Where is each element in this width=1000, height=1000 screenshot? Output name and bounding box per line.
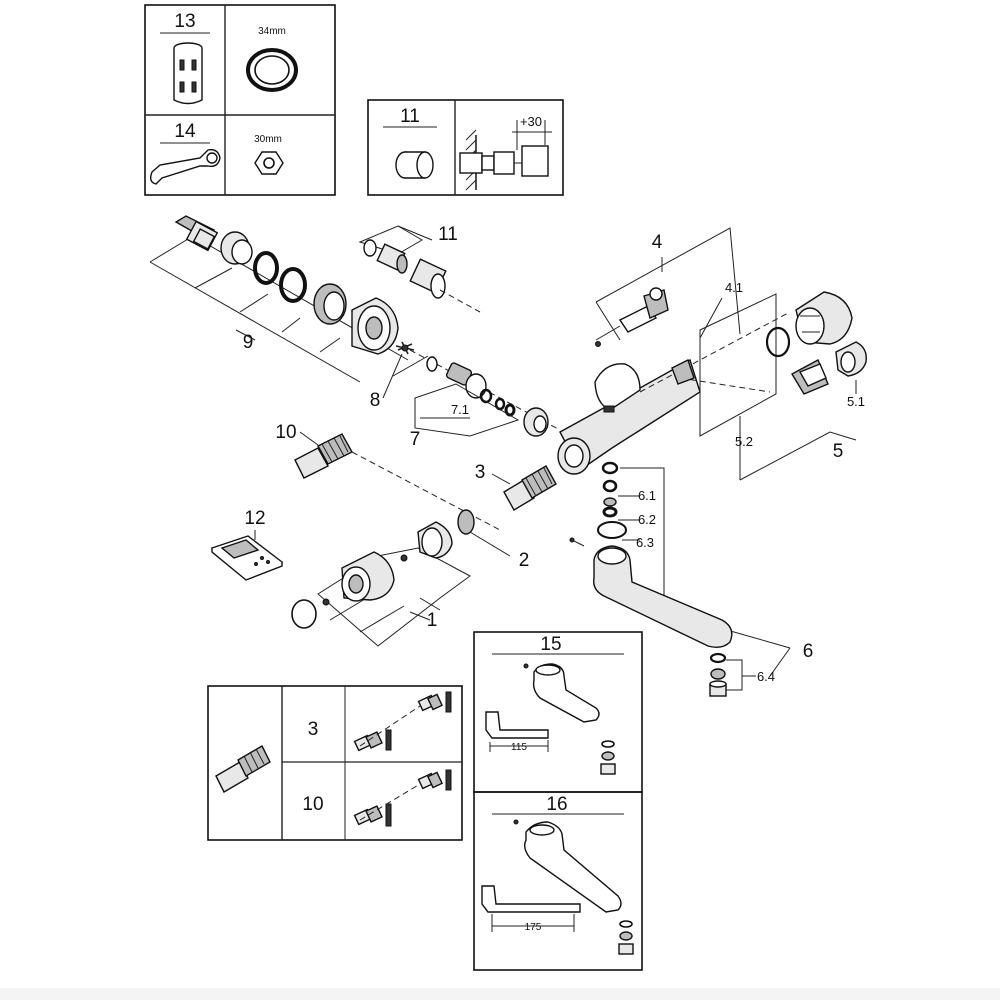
- callout-6-4: 6.4: [757, 669, 775, 684]
- handle-adapter: [417, 521, 453, 559]
- callout-6: 6: [803, 641, 814, 662]
- aerator-stack: [709, 652, 727, 697]
- callout-10: 10: [275, 422, 296, 443]
- o-ring-large: [253, 251, 279, 285]
- aerator-16: [618, 920, 634, 955]
- sensor-valve: [595, 287, 669, 347]
- part-10-thermo-element: 10: [275, 422, 501, 531]
- part-group-9: 9: [149, 215, 409, 383]
- handle-sleeve: [351, 297, 399, 355]
- clip-5-2: [791, 359, 829, 395]
- variant-10-parts: [353, 769, 452, 827]
- tool-size-34mm: 34mm: [258, 26, 286, 37]
- callout-1: 1: [427, 610, 438, 631]
- box11-number: 11: [400, 106, 420, 127]
- cap-5-1: [835, 341, 867, 377]
- variant-row-10: 10: [302, 794, 323, 815]
- variant-row-3: 3: [308, 719, 319, 740]
- spout-short-profile: 115: [485, 711, 549, 753]
- part-3-thermo-cartridge: 3: [475, 462, 557, 511]
- box11-dimension: +30: [520, 114, 542, 129]
- o-ring-outer: [279, 267, 307, 303]
- check-valve: [445, 362, 487, 399]
- callout-5: 5: [833, 441, 844, 462]
- part-group-8-7: 8 7.1 7: [370, 341, 561, 450]
- spout-long-profile: 175: [481, 885, 581, 933]
- callout-4: 4: [652, 232, 663, 253]
- valve-cartridge: [174, 215, 219, 252]
- part-group-5: 5.2 5 5.1: [699, 291, 867, 481]
- callout-6-2: 6.2: [638, 512, 656, 527]
- spout: [593, 545, 733, 649]
- extension-piece-small: [376, 243, 408, 274]
- union-nut: [220, 231, 253, 265]
- bottom-strip: [0, 988, 1000, 1000]
- callout-5-2: 5.2: [735, 434, 753, 449]
- callout-11: 11: [438, 224, 458, 245]
- box-3-10-variants: 3 10: [207, 685, 463, 841]
- cartridge-variant-icon: [215, 745, 271, 793]
- callout-9: 9: [243, 332, 254, 353]
- callout-12: 12: [244, 508, 265, 529]
- part-group-11: 11: [358, 224, 481, 313]
- callout-2: 2: [519, 550, 530, 571]
- part-2-ring: 2: [457, 509, 530, 571]
- extension-install-detail: +30: [459, 114, 552, 191]
- o-ring-5: [765, 326, 791, 358]
- ring-nut-icon: [246, 48, 298, 92]
- box16-number: 16: [546, 794, 567, 815]
- callout-4-1: 4.1: [725, 280, 743, 295]
- handle-knob: [341, 551, 395, 602]
- tool-number-14: 14: [174, 121, 196, 142]
- part-12-display: 12: [210, 508, 284, 581]
- box-11-extension: 11 +30: [367, 99, 564, 196]
- temperature-knob: [795, 291, 853, 345]
- part-group-6-spout: 6.1 6.2 6.3 6 6.4: [569, 461, 814, 697]
- box-16-spout-variant: 16 175: [473, 791, 643, 971]
- star-clip: [395, 341, 415, 355]
- callout-6-3: 6.3: [636, 535, 654, 550]
- part-group-4: 4 4.1: [595, 227, 743, 385]
- inlet-nut: [523, 407, 549, 437]
- variant-3-parts: [353, 691, 452, 752]
- box15-dimension: 115: [511, 742, 527, 753]
- tool-size-30mm: 30mm: [254, 134, 282, 145]
- extension-sleeve-icon: [395, 151, 434, 179]
- socket-tool-icon: [173, 42, 203, 105]
- callout-6-1: 6.1: [638, 488, 656, 503]
- threaded-nut: [313, 283, 347, 325]
- wrench-icon: [149, 148, 221, 185]
- callout-7: 7: [410, 429, 421, 450]
- tool-box-13-14: 13 34mm 14 30mm: [144, 4, 336, 196]
- hex-nut-icon: [254, 151, 284, 175]
- callout-3: 3: [475, 462, 486, 483]
- tool-number-13: 13: [174, 11, 195, 32]
- callout-8: 8: [370, 390, 381, 411]
- part-group-1-handle: 1: [291, 521, 471, 647]
- aerator-15: [600, 740, 616, 775]
- mixer-body: [557, 311, 791, 475]
- box-15-spout-variant: 15 115: [473, 631, 643, 793]
- callout-7-1: 7.1: [451, 402, 469, 417]
- extension-piece-large: [409, 258, 447, 299]
- box16-dimension: 175: [525, 922, 542, 933]
- spout-short-icon: [523, 663, 600, 723]
- callout-5-1: 5.1: [847, 394, 865, 409]
- box15-number: 15: [540, 634, 561, 655]
- spout-long-icon: [513, 819, 622, 913]
